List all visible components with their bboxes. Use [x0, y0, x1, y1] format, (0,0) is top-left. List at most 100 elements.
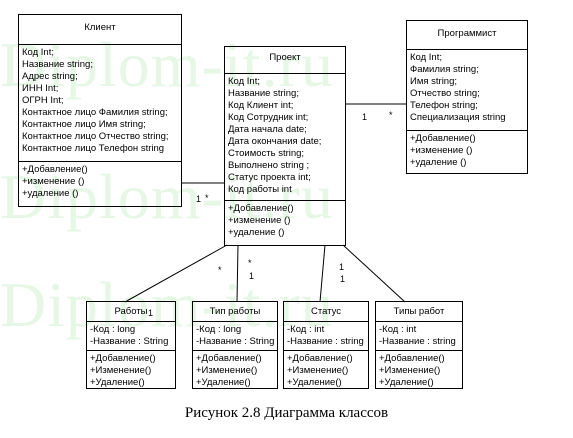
attribute: Код Сотрудник int; [228, 112, 309, 123]
operations-section: +Добавление() +Изменение() +Удаление() [376, 350, 462, 391]
attribute: -Название : string [379, 336, 456, 347]
attribute: Статус проекта int; [228, 172, 311, 183]
class-programmist[interactable]: Программист Код Int; Фамилия string; Имя… [406, 20, 528, 174]
attribute: Стоимость string; [228, 148, 305, 159]
class-raboty[interactable]: Работы -Код : long -Название : String +Д… [86, 301, 176, 389]
attribute: Название string; [228, 88, 299, 99]
multiplicity-label: 1 [340, 274, 346, 284]
attributes-section: -Код : long -Название : String [87, 322, 175, 350]
attribute: -Код : int [379, 324, 417, 335]
operation: +Добавление() [228, 203, 294, 214]
operation: +Добавление() [287, 353, 353, 364]
operation: +Изменение() [196, 365, 258, 376]
operation: +изменение () [22, 176, 85, 187]
assoc-proekt-tip [236, 244, 239, 303]
multiplicity-label: 1 [148, 308, 154, 318]
operations-section: +Добавление() +Изменение() +Удаление() [193, 350, 277, 391]
operation: +изменение () [410, 145, 473, 156]
operation: +Удаление() [90, 377, 145, 388]
attribute: Контактное лицо Имя string; [22, 119, 146, 130]
figure-caption: Рисунок 2.8 Диаграмма классов [184, 405, 389, 421]
operation: +Изменение() [287, 365, 349, 376]
attribute: Имя string; [410, 76, 458, 87]
operations-section: +Добавление() +изменение () +удаление () [19, 161, 181, 202]
attribute: Код Int; [22, 47, 54, 58]
operation: +Добавление() [196, 353, 262, 364]
attribute: -Название : string [287, 336, 364, 347]
attribute: ИНН Int; [22, 83, 59, 94]
multiplicity-label: 1 [196, 194, 202, 204]
operation: +изменение () [228, 215, 291, 226]
attributes-section: -Код : int -Название : string [284, 322, 368, 350]
operation: +удаление () [22, 188, 79, 199]
attribute: Специализация string [410, 112, 506, 123]
operations-section: +Добавление() +Изменение() +Удаление() [284, 350, 368, 391]
attribute: Фамилия string; [410, 64, 479, 75]
operation: +удаление () [228, 227, 285, 238]
class-proekt[interactable]: Проект Код Int; Название string; Код Кли… [224, 46, 346, 246]
class-name: Клиент [19, 15, 181, 45]
attributes-section: -Код : int -Название : string [376, 322, 462, 350]
operations-section: +Добавление() +изменение () +удаление () [225, 200, 345, 241]
attributes-section: Код Int; Фамилия string; Имя string; Отч… [407, 50, 527, 130]
class-status[interactable]: Статус -Код : int -Название : string +До… [283, 301, 369, 389]
attribute: Код Int; [410, 52, 442, 63]
operation: +Добавление() [22, 164, 88, 175]
class-name: Проект [225, 47, 345, 74]
operation: +Добавление() [410, 133, 476, 144]
attribute: Контактное лицо Фамилия string; [22, 107, 168, 118]
attribute: Дата начала date; [228, 124, 307, 135]
multiplicity-label: * [248, 258, 252, 268]
attribute: ОГРН Int; [22, 95, 64, 106]
class-klient[interactable]: Клиент Код Int; Название string; Адрес s… [18, 14, 182, 207]
attribute: Код Int; [228, 76, 260, 87]
assoc-proekt-tipy [342, 244, 406, 303]
attribute: Адрес string; [22, 71, 78, 82]
operations-section: +Добавление() +Изменение() +Удаление() [87, 350, 175, 391]
class-name: Работы [87, 302, 175, 322]
attribute: -Код : long [90, 324, 136, 335]
operation: +Изменение() [379, 365, 441, 376]
multiplicity-label: 1 [249, 271, 255, 281]
attribute: Название string; [22, 59, 93, 70]
class-tip-raboty[interactable]: Тип работы -Код : long -Название : Strin… [192, 301, 278, 389]
attributes-section: -Код : long -Название : String [193, 322, 277, 350]
operation: +Добавление() [379, 353, 445, 364]
operation: +Изменение() [90, 365, 152, 376]
watermark-line: Diplom-it.ru [0, 161, 334, 232]
operation: +удаление () [410, 157, 467, 168]
attribute: Телефон string; [410, 100, 478, 111]
attribute: Код работы int [228, 184, 292, 195]
attribute: Контактное лицо Отчество string; [22, 131, 169, 142]
multiplicity-label: 1 [362, 112, 368, 122]
attributes-section: Код Int; Название string; Код Клиент int… [225, 74, 345, 200]
multiplicity-label: * [205, 193, 209, 203]
multiplicity-label: * [389, 110, 393, 120]
operations-section: +Добавление() +изменение () +удаление () [407, 130, 527, 171]
attribute: Контактное лицо Телефон string [22, 143, 165, 154]
class-name: Типы работ [376, 302, 462, 322]
attribute: -Код : int [287, 324, 325, 335]
watermark-line: Diplom-it.ru [0, 29, 334, 100]
multiplicity-label: * [218, 265, 222, 275]
attribute: -Название : String [90, 336, 169, 347]
multiplicity-label: 1 [339, 262, 345, 272]
attribute: -Код : long [196, 324, 242, 335]
operation: +Удаление() [196, 377, 251, 388]
operation: +Удаление() [287, 377, 342, 388]
class-name: Статус [284, 302, 368, 322]
attribute: Код Клиент int; [228, 100, 294, 111]
operation: +Добавление() [90, 353, 156, 364]
attributes-section: Код Int; Название string; Адрес string; … [19, 45, 181, 161]
attribute: Дата окончания date; [228, 136, 322, 147]
attribute: Выполнено string ; [228, 160, 310, 171]
assoc-proekt-status [319, 244, 326, 303]
class-tipy-rabot[interactable]: Типы работ -Код : int -Название : string… [375, 301, 463, 389]
operation: +Удаление() [379, 377, 434, 388]
assoc-proekt-raboty [124, 244, 228, 303]
class-name: Тип работы [193, 302, 277, 322]
attribute: Отчество string; [410, 88, 480, 99]
class-name: Программист [407, 21, 527, 50]
attribute: -Название : String [196, 336, 275, 347]
